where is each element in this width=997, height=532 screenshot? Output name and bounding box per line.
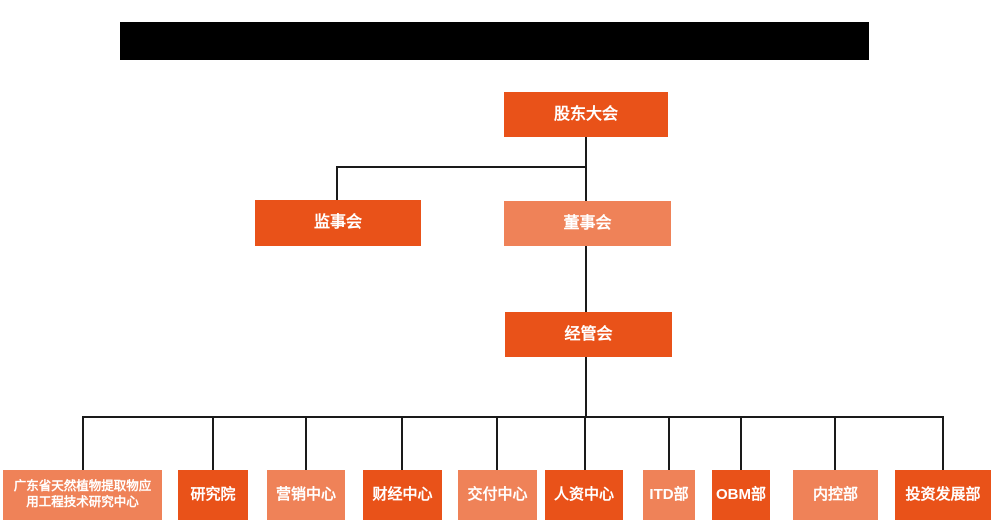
- connector-management-to-rail: [585, 357, 587, 418]
- redacted-title-bar: [120, 22, 869, 60]
- org-node-finance-center: 财经中心: [363, 470, 442, 520]
- node-label-hr-center: 人资中心: [553, 485, 614, 503]
- node-label-finance-center: 财经中心: [372, 485, 433, 503]
- connector-drop-finance-center: [401, 416, 403, 470]
- org-node-investment-dev-dept: 投资发展部: [895, 470, 991, 520]
- node-label-internal-control-dept: 内控部: [812, 485, 858, 503]
- org-node-marketing-center: 营销中心: [267, 470, 345, 520]
- org-node-research-center: 广东省天然植物提取物应用工程技术研究中心: [3, 470, 162, 520]
- org-node-shareholders-meeting: 股东大会: [504, 92, 668, 137]
- connector-branch-horizontal: [336, 166, 587, 168]
- connector-shareholders-to-board: [585, 137, 587, 201]
- connector-drop-delivery-center: [496, 416, 498, 470]
- org-node-supervisory-board: 监事会: [255, 200, 421, 246]
- connector-board-to-management: [585, 246, 587, 312]
- node-label-shareholders-meeting: 股东大会: [553, 105, 618, 123]
- org-node-obm-dept: OBM部: [712, 470, 770, 520]
- node-label-investment-dev-dept: 投资发展部: [905, 485, 981, 503]
- connector-drop-research-institute: [212, 416, 214, 470]
- node-label-itd-dept: ITD部: [649, 485, 689, 503]
- node-label-supervisory-board: 监事会: [313, 214, 362, 231]
- node-label-board-of-directors: 董事会: [563, 214, 612, 232]
- connector-drop-investment-dev-dept: [942, 416, 944, 470]
- org-node-delivery-center: 交付中心: [458, 470, 537, 520]
- node-label-management-committee: 经管会: [564, 325, 613, 343]
- connector-drop-obm-dept: [740, 416, 742, 470]
- node-label-research-institute: 研究院: [190, 485, 236, 503]
- connector-drop-internal-control-dept: [834, 416, 836, 470]
- node-label-research-center: 广东省天然植物提取物应用工程技术研究中心: [13, 479, 152, 509]
- org-node-hr-center: 人资中心: [545, 470, 623, 520]
- org-node-internal-control-dept: 内控部: [793, 470, 878, 520]
- node-label-delivery-center: 交付中心: [467, 485, 528, 503]
- org-node-itd-dept: ITD部: [643, 470, 695, 520]
- connector-department-rail: [82, 416, 944, 418]
- org-node-research-institute: 研究院: [178, 470, 248, 520]
- connector-drop-marketing-center: [305, 416, 307, 470]
- connector-drop-supervisory: [336, 166, 338, 200]
- org-node-management-committee: 经管会: [505, 312, 672, 357]
- connector-drop-hr-center: [584, 416, 586, 470]
- node-label-marketing-center: 营销中心: [275, 485, 336, 503]
- node-label-obm-dept: OBM部: [716, 485, 766, 503]
- org-node-board-of-directors: 董事会: [504, 201, 671, 246]
- connector-drop-research-center: [82, 416, 84, 470]
- connector-drop-itd-dept: [668, 416, 670, 470]
